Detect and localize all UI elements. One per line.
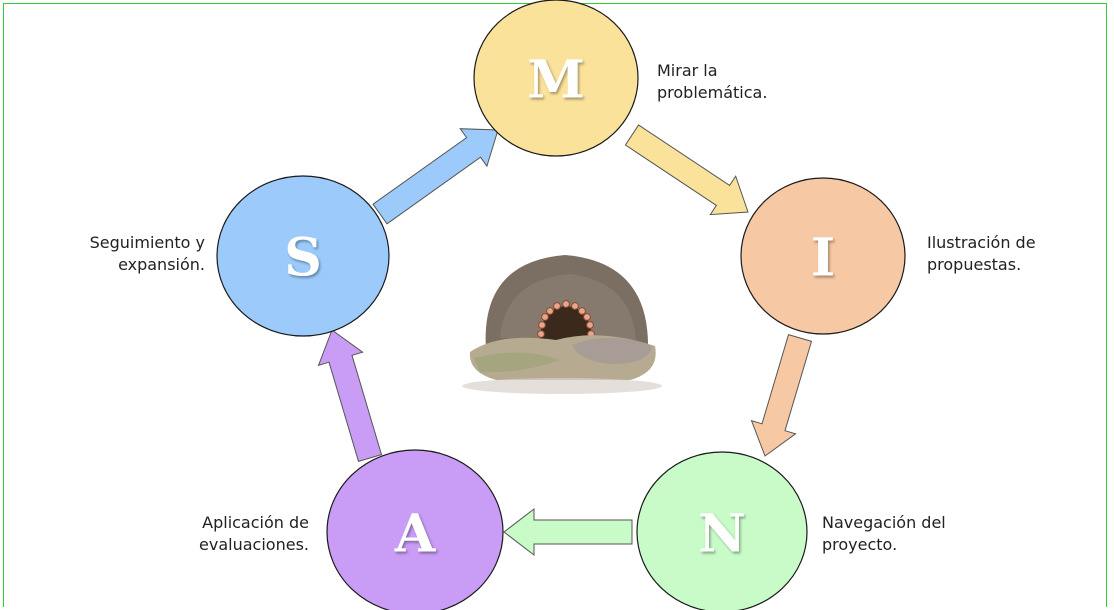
caption-i-line2: propuestas.: [927, 255, 1022, 274]
arrow-i-to-n: [750, 333, 813, 457]
node-m-circle: [473, 0, 639, 157]
node-i-circle: [740, 177, 906, 335]
node-n-circle: [636, 451, 808, 610]
arrow-s-to-m: [372, 128, 499, 225]
arrow-n-to-a: [503, 507, 633, 557]
node-s-letter: S: [284, 228, 322, 289]
node-a: A: [326, 449, 504, 610]
caption-n-line2: proyecto.: [822, 535, 898, 554]
caption-s-line2: expansión.: [118, 255, 205, 274]
node-n: N: [636, 451, 808, 610]
node-m: M: [473, 0, 639, 157]
caption-n: Navegación del proyecto.: [822, 512, 946, 556]
caption-a-line2: evaluaciones.: [199, 535, 309, 554]
node-s: S: [216, 175, 390, 337]
caption-s: Seguimiento y expansión.: [90, 232, 205, 276]
arrow-m-to-i: [624, 124, 749, 216]
node-m-letter: M: [527, 50, 585, 111]
caption-s-line1: Seguimiento y: [89, 233, 205, 252]
node-n-letter: N: [698, 504, 746, 565]
node-a-letter: A: [394, 504, 436, 565]
caption-i-line1: Ilustración de: [927, 233, 1036, 252]
caption-a: Aplicación de evaluaciones.: [199, 512, 309, 556]
arrows-layer: [317, 124, 813, 557]
arrow-a-to-s: [317, 329, 383, 463]
node-i: I: [740, 177, 906, 335]
caption-m-line2: problemática.: [657, 83, 768, 102]
caption-m: Mirar la problemática.: [657, 60, 767, 104]
caption-a-line1: Aplicación de: [202, 513, 309, 532]
node-s-circle: [216, 175, 390, 337]
oven-illustration: [452, 255, 672, 410]
node-a-circle: [326, 449, 504, 610]
caption-i: Ilustración de propuestas.: [927, 232, 1036, 276]
node-i-letter: I: [811, 228, 835, 289]
caption-m-line1: Mirar la: [657, 61, 718, 80]
nodes-layer: M I N A S: [216, 0, 906, 610]
caption-n-line1: Navegación del: [822, 513, 946, 532]
